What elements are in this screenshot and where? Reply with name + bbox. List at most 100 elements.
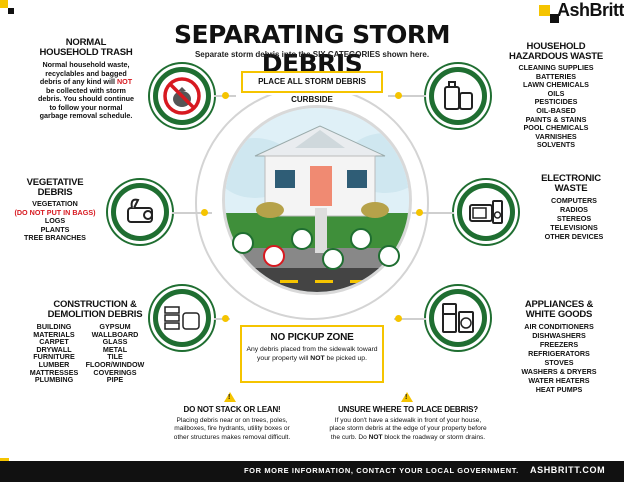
hazardous-icon — [426, 64, 490, 128]
unsure-body: the curb. Do NOT block the roadway or st… — [330, 433, 486, 441]
unsure-body: place storm debris at the edge of your p… — [329, 425, 487, 433]
construction-item: PLUMBING — [34, 375, 74, 385]
appliance-item: WATER HEATERS — [528, 376, 590, 385]
curbside-banner: PLACE ALL STORM DEBRIS CURBSIDE — [241, 71, 383, 104]
appliance-item: FREEZERS — [539, 340, 579, 349]
trash-body: Normal household waste, — [42, 60, 130, 69]
hazardous-item: PAINTS & STAINS — [525, 114, 587, 124]
hazardous-item: PESTICIDES — [534, 97, 578, 107]
appliance-mini-icon — [322, 248, 344, 270]
hazardous-item: VARNISHES — [535, 131, 577, 141]
warning-icon — [224, 392, 236, 402]
appliance-item: REFRIGERATORS — [528, 349, 590, 358]
trash-title: NORMAL — [65, 37, 107, 48]
trash-body: debris. You should continue — [38, 94, 134, 103]
electronic-item: RADIOS — [560, 205, 588, 214]
hazardous-item: CLEANING SUPPLIES — [518, 63, 594, 72]
stack-body: Placing debris near or on trees, poles, — [176, 417, 288, 424]
electronics-icon — [454, 180, 518, 244]
vegetative-warning: (DO NOT PUT IN BAGS) — [14, 207, 96, 217]
construction-item: COVERINGS — [93, 367, 137, 377]
hazardous-item: BATTERIES — [535, 71, 577, 81]
appliance-item: WASHERS & DRYERS — [521, 367, 597, 376]
trash-body: to follow your normal — [49, 102, 123, 112]
warning-icon: ! — [405, 394, 408, 401]
construction-item: GLASS — [102, 337, 128, 347]
construction-mini-icon — [291, 228, 313, 250]
construction-item: CARPET — [39, 337, 69, 347]
construction-item: MATERIALS — [33, 329, 75, 339]
connector-dot — [201, 209, 208, 216]
connector-dot — [395, 315, 402, 322]
construction-item: METAL — [102, 344, 128, 354]
connector-dot — [416, 209, 423, 216]
logo-mark — [550, 14, 559, 23]
vegetative-title: VEGETATIVE — [26, 177, 84, 188]
trash-body: debris of any kind will NOT — [39, 77, 133, 86]
connector-dot — [395, 92, 402, 99]
hazardous-item: OILS — [547, 88, 565, 98]
electronic-title: WASTE — [554, 183, 588, 194]
hazardous-title: HAZARDOUS WASTE — [508, 51, 604, 62]
connector-dot — [222, 315, 229, 322]
house-illustration — [222, 105, 412, 295]
electronic-item: OTHER DEVICES — [544, 232, 604, 241]
vegetative-item: PLANTS — [40, 224, 70, 234]
footer-info: FOR MORE INFORMATION, CONTACT YOUR LOCAL… — [244, 466, 519, 475]
electronic-item: STEREOS — [556, 214, 592, 223]
connector-arcs — [195, 95, 429, 320]
construction-item: WALLBOARD — [91, 329, 139, 339]
appliance-item: HEAT PUMPS — [535, 385, 583, 394]
appliance-icon — [426, 286, 490, 350]
brand-logo: AshBritt — [557, 0, 624, 20]
connector-line — [388, 95, 426, 97]
hazardous-item: OIL-BASED — [536, 105, 576, 115]
no-pickup-zone-box — [240, 325, 384, 383]
hazardous-title: HOUSEHOLD — [526, 41, 586, 52]
hazardous-item: LAWN CHEMICALS — [523, 80, 589, 90]
vegetative-item: VEGETATION — [32, 199, 78, 208]
construction-item: TILE — [107, 352, 123, 362]
page-title: SEPARATING STORM DEBRIS — [173, 20, 451, 78]
construction-item: LUMBER — [38, 359, 70, 369]
logo-mark — [539, 5, 550, 16]
connector-line — [412, 212, 454, 214]
corner-accent — [0, 0, 8, 8]
page-subtitle: Separate storm debris into the SIX CATEG… — [194, 50, 430, 59]
appliance-item: DISHWASHERS — [532, 331, 586, 340]
no-pickup-body: your property will NOT be picked up. — [257, 354, 367, 362]
no-trash-icon — [150, 64, 214, 128]
construction-item: FURNITURE — [33, 352, 75, 362]
construction-item: DRYWALL — [36, 344, 72, 354]
corner-accent — [8, 8, 14, 14]
electronic-item: TELEVISIONS — [550, 223, 598, 232]
connector-line — [172, 212, 212, 214]
construction-item: FLOOR/WINDOW — [85, 359, 145, 369]
warning-icon: ! — [228, 394, 231, 401]
footer-url-link[interactable]: ASHBRITT.COM — [530, 465, 606, 475]
trash-body: recyclables and bagged — [45, 68, 127, 78]
electronic-item: COMPUTERS — [551, 196, 597, 205]
connector-dot — [222, 92, 229, 99]
footer-bar — [0, 461, 624, 482]
construction-item: MATTRESSES — [29, 367, 79, 377]
unsure-body: If you don't have a sidewalk in front of… — [334, 417, 482, 424]
construction-icon — [150, 286, 214, 350]
trash-title: HOUSEHOLD TRASH — [39, 47, 133, 58]
connector-line — [394, 318, 426, 320]
vegetation-icon — [108, 180, 172, 244]
hazardous-item: POOL CHEMICALS — [523, 123, 589, 133]
hazard-mini-icon — [350, 228, 372, 250]
unsure-title: UNSURE WHERE TO PLACE DEBRIS? — [338, 405, 478, 414]
trash-body: garbage removal schedule. — [39, 111, 133, 120]
vegetative-item: LOGS — [44, 216, 66, 225]
stack-title: DO NOT STACK OR LEAN! — [183, 405, 281, 414]
appliance-item: AIR CONDITIONERS — [524, 322, 594, 331]
construction-title: DEMOLITION DEBRIS — [47, 309, 143, 320]
hazardous-item: SOLVENTS — [536, 140, 576, 150]
